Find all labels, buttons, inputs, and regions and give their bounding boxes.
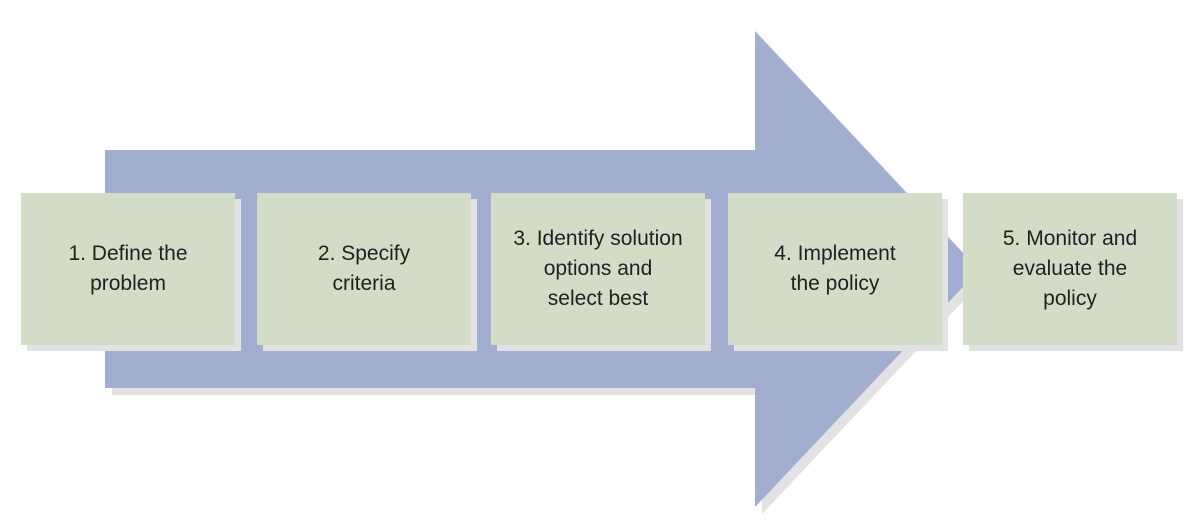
step-label: 3. Identify solution options and select …: [513, 227, 683, 310]
step-monitor-evaluate-policy: 5. Monitor and evaluate the policy: [963, 193, 1177, 345]
step-define-problem: 1. Define the problem: [21, 193, 235, 345]
step-specify-criteria: 2. Specify criteria: [257, 193, 471, 345]
step-label: 2. Specify criteria: [317, 242, 411, 295]
step-identify-solution-options: 3. Identify solution options and select …: [491, 193, 705, 345]
step-label: 1. Define the problem: [68, 242, 188, 295]
step-implement-policy: 4. Implement the policy: [728, 193, 942, 345]
step-label: 4. Implement the policy: [774, 242, 896, 295]
step-label: 5. Monitor and evaluate the policy: [1002, 227, 1138, 310]
